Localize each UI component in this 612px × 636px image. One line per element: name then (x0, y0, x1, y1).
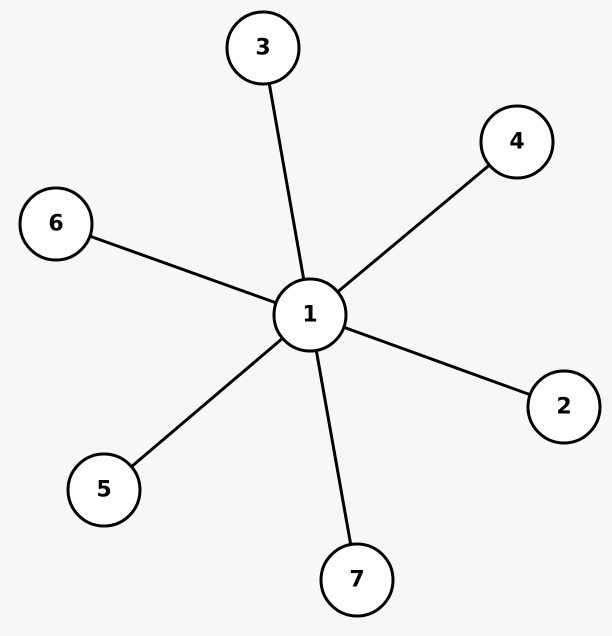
node-label: 6 (48, 212, 63, 237)
edge-1-6 (54, 222, 312, 317)
edge-1-5 (102, 313, 312, 492)
node-1: 1 (272, 277, 348, 353)
edge-1-4 (308, 140, 519, 317)
node-2: 2 (526, 369, 602, 445)
edge-1-3 (261, 46, 312, 317)
node-5: 5 (66, 452, 142, 528)
node-circle (18, 186, 94, 262)
node-circle (526, 369, 602, 445)
node-label: 1 (302, 303, 317, 328)
node-circle (319, 542, 395, 618)
node-6: 6 (18, 186, 94, 262)
node-circle (66, 452, 142, 528)
node-label: 3 (255, 36, 270, 61)
node-label: 7 (349, 568, 364, 593)
node-circle (479, 104, 555, 180)
node-7: 7 (319, 542, 395, 618)
node-3: 3 (225, 10, 301, 86)
edge-1-7 (308, 313, 359, 582)
edges-layer (54, 46, 566, 582)
node-label: 5 (96, 478, 111, 503)
nodes-layer: 1 2 3 4 5 6 7 (18, 10, 602, 618)
node-circle (272, 277, 348, 353)
node-circle (225, 10, 301, 86)
node-label: 4 (509, 130, 524, 155)
node-label: 2 (556, 395, 571, 420)
edge-1-2 (308, 313, 566, 409)
node-4: 4 (479, 104, 555, 180)
